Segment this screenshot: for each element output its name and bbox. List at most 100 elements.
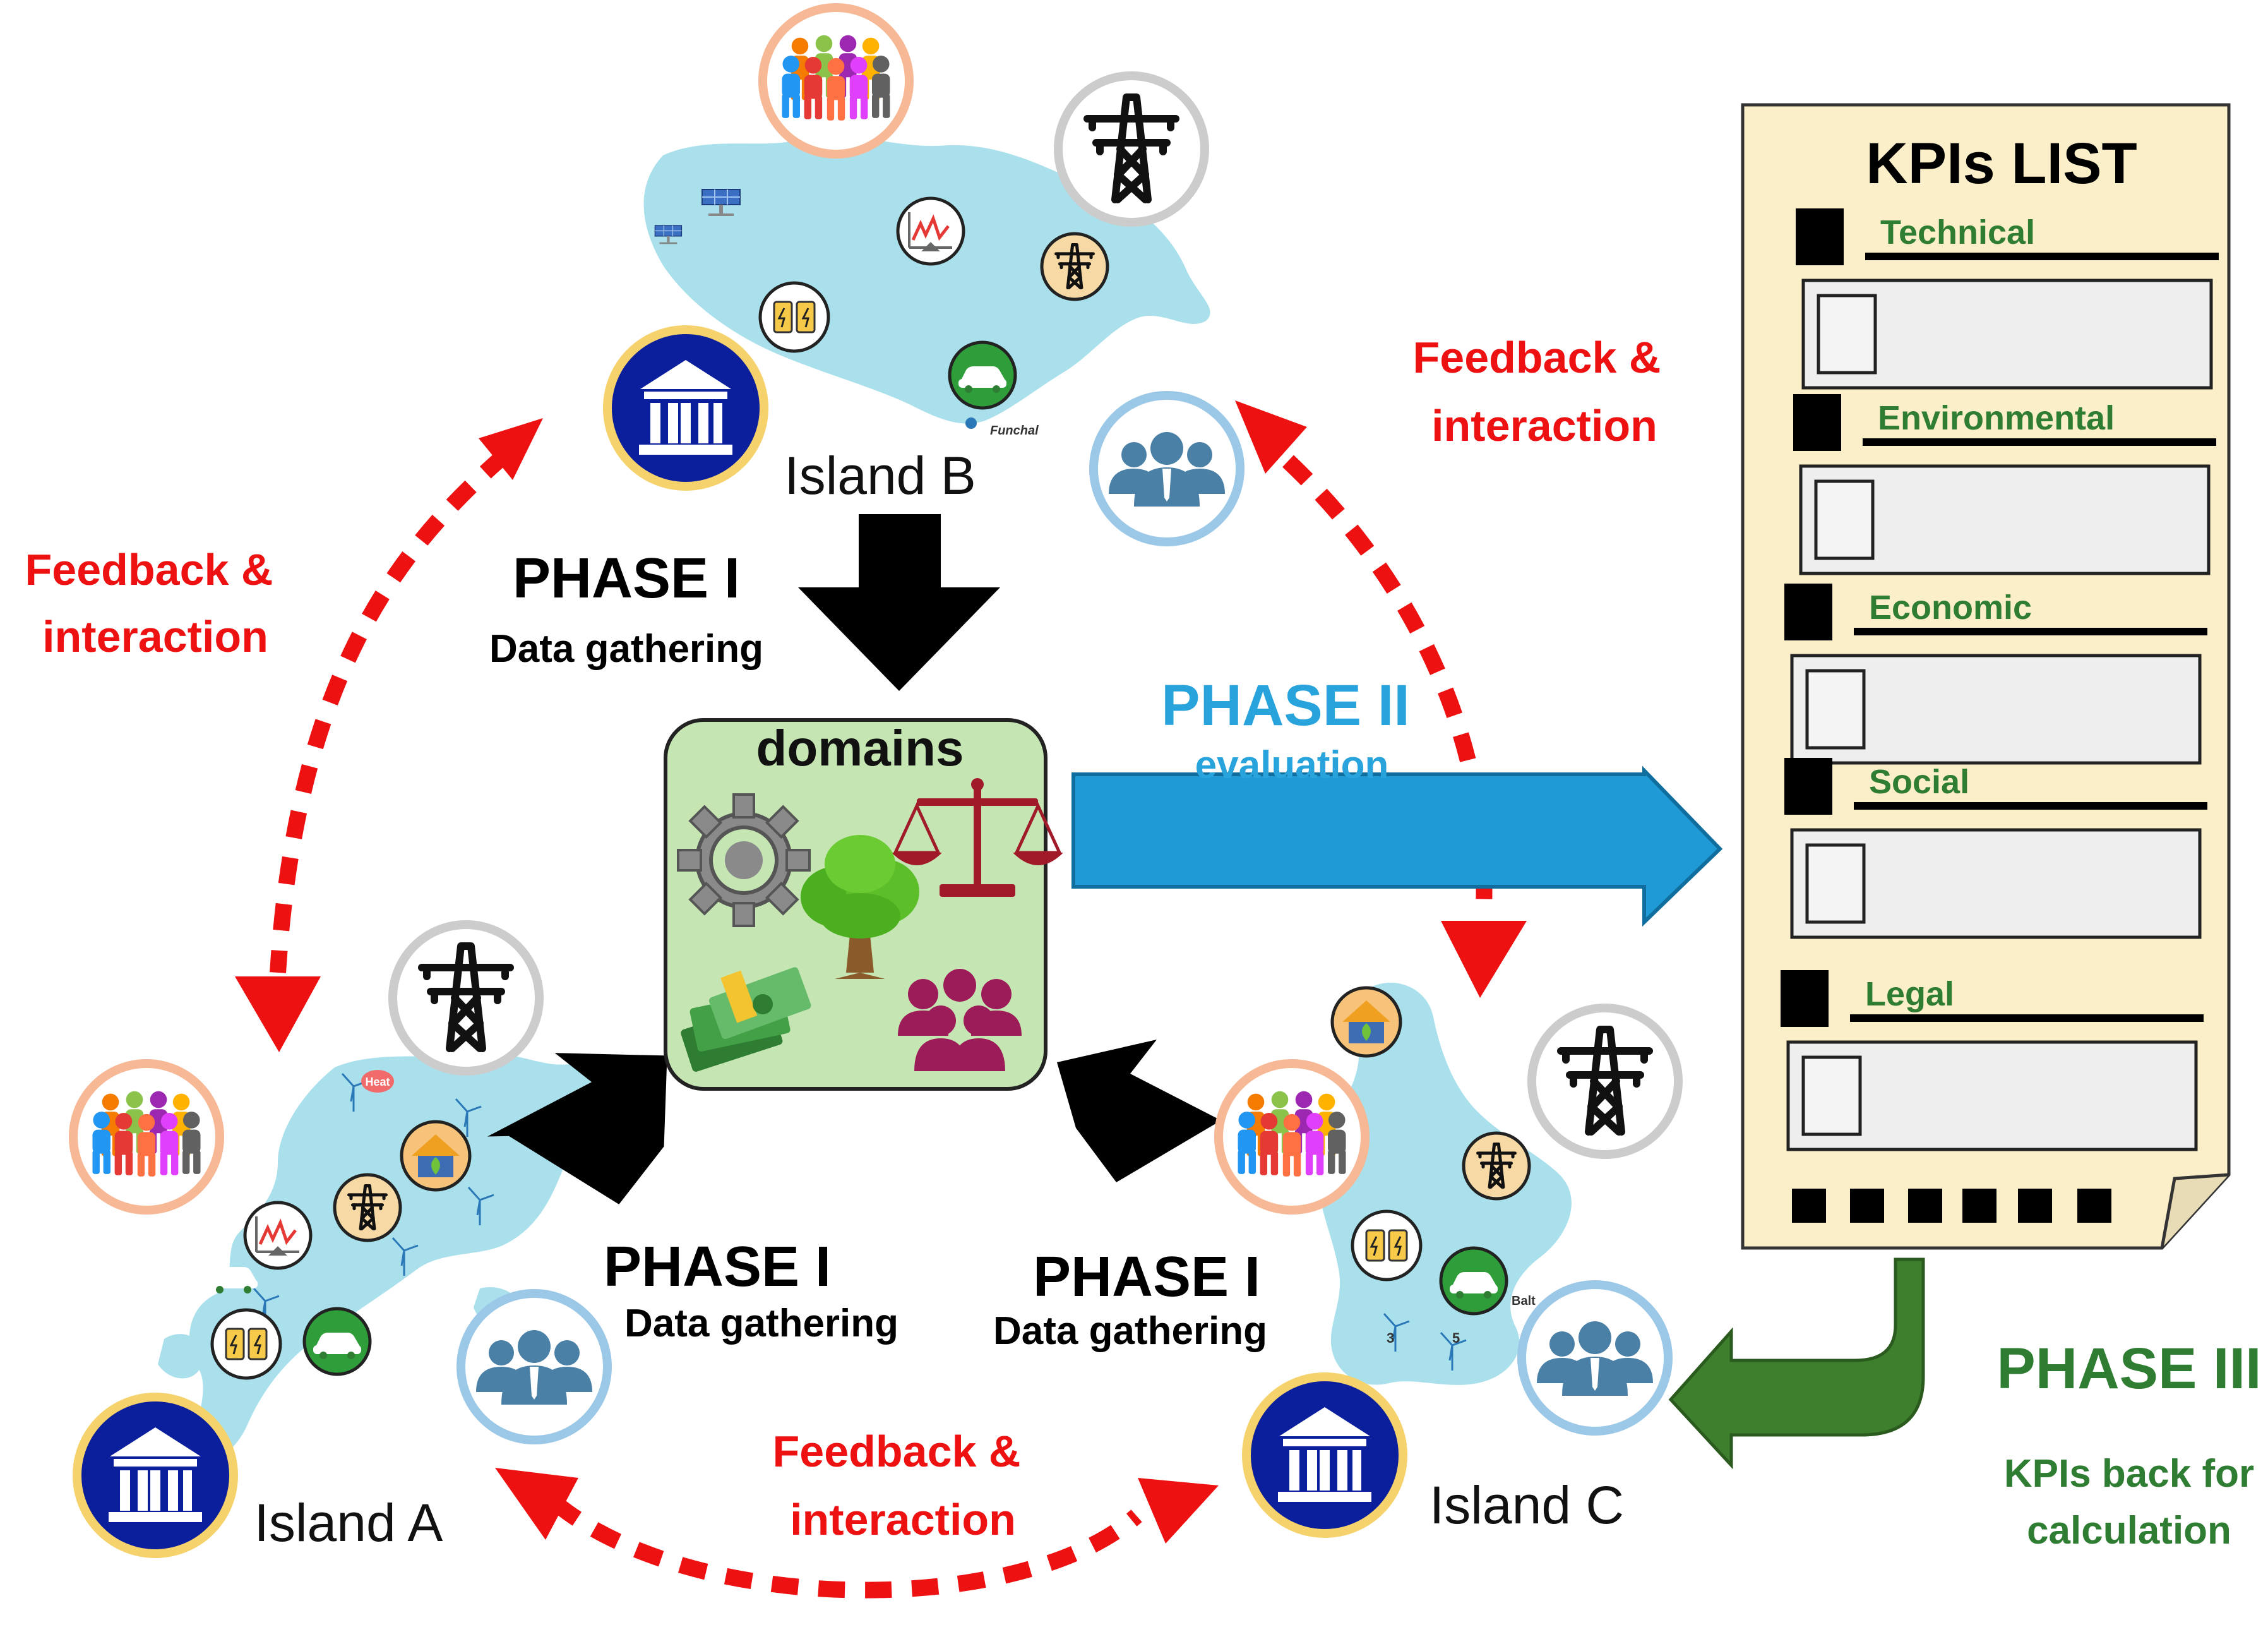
monitor-badge [243,1201,313,1270]
ev-badge [302,1307,372,1376]
battery-badge [210,1308,282,1380]
kpi-category-marker [1793,394,1841,451]
island-b-shape [643,136,1210,424]
institution-badge [1242,1372,1407,1538]
kpi-checkbox [1805,669,1866,750]
institution-badge [603,325,768,491]
badge-ring [758,281,830,353]
population-badge [758,3,914,159]
population-badge [1214,1059,1370,1215]
badge-ring [210,1308,282,1380]
phase1-right-subtitle: Data gathering [993,1309,1267,1353]
tower-badge [388,920,544,1076]
phase1-arrow-right [1057,1040,1221,1182]
phase1-top-subtitle: Data gathering [489,627,763,671]
kpi-category-underline [1854,628,2207,635]
kpi-category-label: Technical [1880,213,2035,251]
kpi-checkbox [1814,479,1875,560]
tree-icon [801,835,919,979]
phase3-arrow [1668,1257,1925,1470]
badge-ring [333,1173,402,1242]
kpi-category-marker [1784,758,1832,815]
area-number-label: 5 [1452,1330,1460,1346]
phase1-left-title: PHASE I [604,1235,831,1299]
island-a-shape [189,1053,628,1456]
kpi-category-underline [1865,253,2219,260]
phase2-subtitle: evaluation [1195,743,1389,787]
tower-badge [1054,71,1209,227]
island-a-label: Island A [254,1493,443,1552]
feedback-left-line1: Feedback & [25,545,273,594]
kpi-category-technical: Technical [1796,208,2219,390]
kpi-list-title: KPIs LIST [1866,131,2137,196]
kpi-category-label: Legal [1865,975,1954,1013]
funchal-label: Funchal [990,424,1039,438]
kpi-category-label: Social [1869,763,1969,801]
domains-box: domains [664,718,1063,1091]
feedback-right-line1: Feedback & [1413,333,1661,382]
feedback-bottom-line1: Feedback & [773,1427,1021,1476]
feedback-arrow-bottom [495,1468,1219,1599]
small-tower-badge [1040,232,1109,301]
kpi-checkbox [1805,843,1866,924]
feedback-bottom-line2: interaction [790,1495,1016,1544]
balt-label: Balt [1512,1294,1536,1308]
heating-badge [1330,986,1402,1058]
phase1-arrow-left [487,1053,667,1204]
kpi-category-label: Economic [1869,589,2032,627]
scales-icon [892,778,1063,897]
stakeholder-badge [1517,1280,1673,1436]
badge-ring [1040,232,1109,301]
small-tower-badge [1462,1131,1531,1201]
badge-ring [243,1201,313,1270]
island-b-map: Funchal [643,136,1210,438]
kpi-category-label: Environmental [1878,399,2115,437]
kpi-checkbox [1801,1055,1862,1136]
kpi-footer-marks [1792,1189,2111,1223]
kpi-category-social: Social [1784,758,2207,939]
island-c-label: Island C [1429,1475,1624,1535]
funchal-marker [965,417,977,429]
institution-badge [73,1393,238,1558]
phase3-title: PHASE III [1996,1336,2261,1401]
badge-ring [1462,1131,1531,1201]
heat-badge [361,1070,394,1093]
kpi-category-economic: Economic [1784,584,2207,765]
heating-badge [400,1120,472,1192]
stakeholder-badge [1089,391,1244,546]
area-number-label: 3 [1387,1330,1394,1346]
badge-ring [896,196,965,266]
population-badge [69,1059,224,1215]
phase1-right-title: PHASE I [1033,1245,1260,1309]
ev-badge [948,340,1017,410]
kpi-checkbox [1817,294,1877,375]
kpi-category-marker [1796,208,1844,265]
badge-ring [1054,71,1209,227]
kpi-category-underline [1854,802,2207,810]
badge-ring [1527,1004,1683,1159]
kpi-category-marker [1781,970,1829,1027]
island-b-label: Island B [784,446,976,505]
island-c-map: 3 5 Balt [1318,982,1572,1385]
island-a-islet [158,1334,203,1379]
phase3-subtitle-line2: calculation [2027,1509,2231,1552]
stakeholder-badge [457,1289,612,1444]
phase2-arrow [1071,765,1723,927]
feedback-right-line2: interaction [1431,401,1657,450]
badge-ring [388,920,544,1076]
domains-title: domains [756,720,964,776]
phase1-left-subtitle: Data gathering [624,1302,898,1345]
ev-badge [1439,1246,1508,1316]
phase1-top-title: PHASE I [513,547,740,610]
battery-badge [1351,1209,1423,1281]
kpi-category-environmental: Environmental [1793,394,2216,575]
island-c-shape [1318,982,1572,1385]
tower-badge [1527,1004,1683,1159]
heat-label: Heat [365,1076,390,1088]
badge-ring [1351,1209,1423,1281]
kpi-list-document: KPIs LIST TechnicalEnvironmentalEconomic… [1741,103,2231,1250]
feedback-arrow-left [235,418,543,1052]
kpi-category-marker [1784,584,1832,640]
feedback-left-line2: interaction [42,612,268,661]
